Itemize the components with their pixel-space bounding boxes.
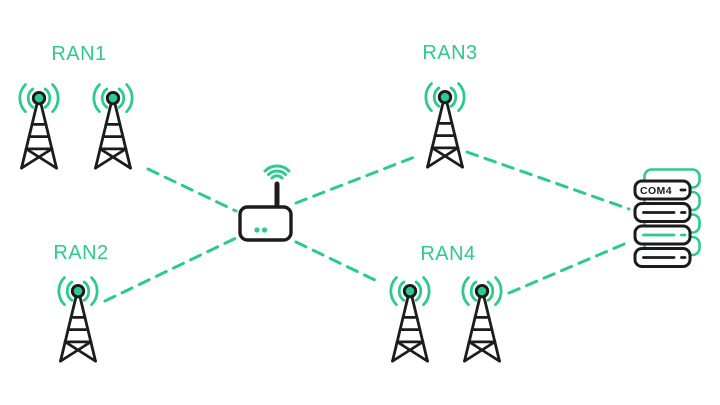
ran2-tower — [57, 276, 99, 363]
router — [238, 164, 293, 242]
server-unit-3 — [633, 224, 692, 246]
server-unit-2 — [633, 202, 692, 223]
link-router-ran3 — [294, 154, 419, 205]
ran4-label: RAN4 — [420, 243, 476, 265]
link-ran1-router — [146, 167, 238, 213]
server-stack: COM4 — [633, 168, 701, 268]
link-router-ran4 — [294, 240, 381, 284]
ran3-label: RAN3 — [422, 42, 478, 64]
ran1-tower-2 — [92, 83, 134, 170]
router-led-1 — [254, 227, 260, 233]
router-wifi-icon — [263, 164, 291, 180]
ran4-tower-2 — [461, 276, 503, 363]
ran4-tower-1 — [389, 276, 431, 363]
link-ran2-router — [103, 236, 238, 303]
router-body — [238, 205, 293, 242]
server-brand-label: COM4 — [640, 185, 672, 197]
ran3-tower — [424, 82, 466, 169]
link-ran3-server — [465, 150, 631, 211]
ran1-tower-1 — [18, 83, 60, 170]
link-ran4-server — [507, 240, 631, 295]
server-unit-4 — [633, 247, 692, 268]
ran2-label: RAN2 — [53, 242, 109, 264]
server-unit-1: COM4 — [633, 179, 692, 201]
router-led-2 — [261, 227, 268, 233]
ran1-label: RAN1 — [51, 43, 107, 65]
